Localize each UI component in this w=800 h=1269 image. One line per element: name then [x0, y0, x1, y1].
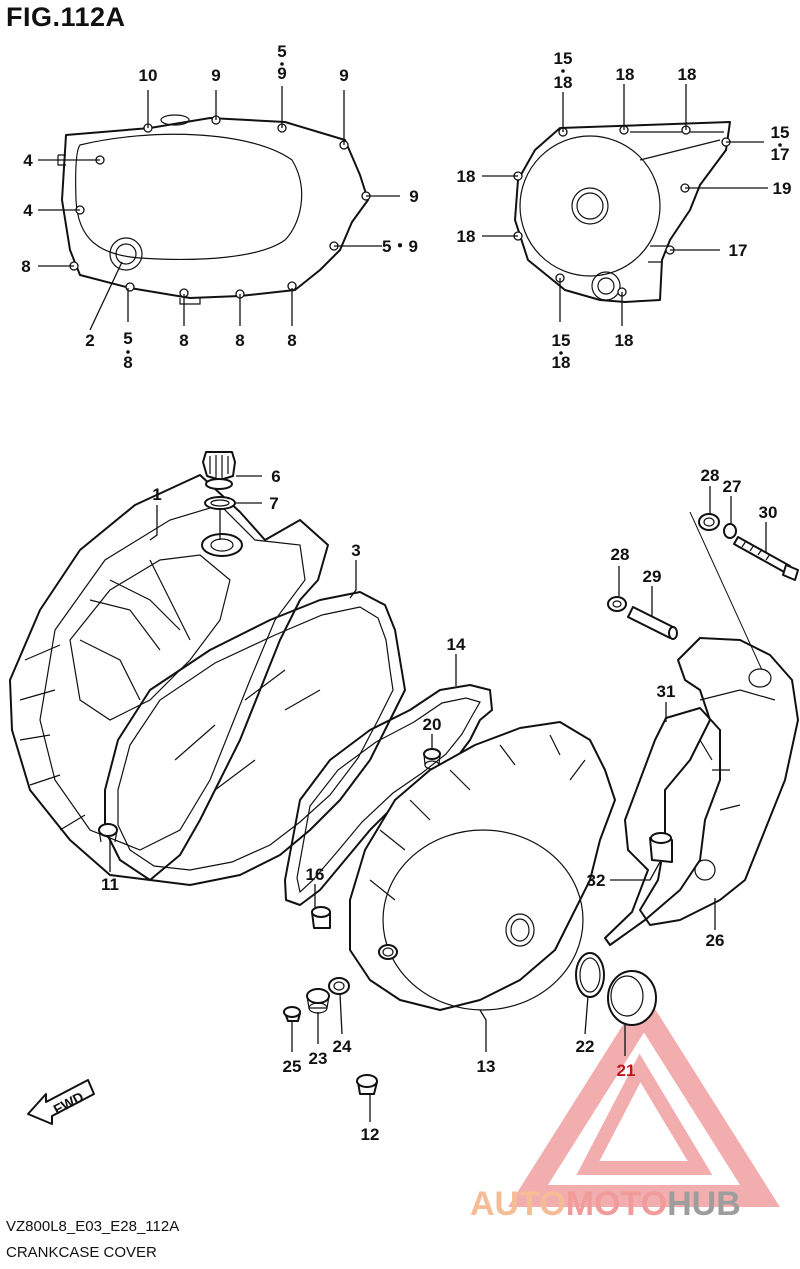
callout-25: 25 [283, 1057, 302, 1076]
callout-5: 5 [123, 329, 132, 348]
callout-3: 3 [351, 541, 360, 560]
part-11-dowel [98, 823, 118, 843]
callout-15: 15 [554, 49, 573, 68]
callout-26: 26 [706, 931, 725, 950]
callout-16: 16 [306, 865, 325, 884]
callout-15: 15 [552, 331, 571, 350]
callout-2: 2 [85, 331, 94, 350]
callout-8: 8 [123, 353, 132, 372]
callout-8: 8 [21, 257, 30, 276]
callout-18: 18 [554, 73, 573, 92]
callout-4: 4 [23, 151, 33, 170]
leader-lines [38, 84, 768, 1122]
callout-8: 8 [235, 331, 244, 350]
watermark-triangle [508, 991, 780, 1207]
callout-9: 9 [339, 66, 348, 85]
part-31-gasket [604, 707, 721, 946]
callout-9: 9 [277, 64, 286, 83]
callout-32: 32 [587, 871, 606, 890]
callout-4: 4 [23, 201, 33, 220]
svg-text:AUTOMOTOHUB: AUTOMOTOHUB [470, 1185, 741, 1223]
part-29-spacer [627, 606, 678, 640]
callout-27: 27 [723, 477, 742, 496]
callout-5-9: 5・9 [382, 237, 418, 256]
callout-15: 15 [771, 123, 790, 142]
part-22-o-ring [575, 952, 605, 998]
callout-17: 17 [729, 241, 748, 260]
callout-28: 28 [611, 545, 630, 564]
part-24-washer [328, 977, 350, 995]
callout-18: 18 [457, 167, 476, 186]
part-27-washer [723, 523, 737, 539]
watermark-hub: HUB [667, 1185, 741, 1223]
callout-17: 17 [771, 145, 790, 164]
part-25-plug [283, 1006, 301, 1022]
callout-7: 7 [269, 494, 278, 513]
part-30-bolt [733, 536, 799, 581]
callout-21: 21 [617, 1061, 636, 1080]
callout-30: 30 [759, 503, 778, 522]
part-7-o-ring [204, 496, 236, 510]
part-28-nut-upper [698, 513, 720, 531]
callouts: 10 9 5 9 9 4 4 9 5・9 8 2 5 8 8 8 8 15 18… [21, 42, 791, 1144]
callout-11: 11 [101, 875, 119, 894]
callout-1: 1 [152, 485, 161, 504]
callout-13: 13 [477, 1057, 496, 1076]
figure-title: FIG.112A [6, 2, 126, 32]
callout-14: 14 [447, 635, 466, 654]
part-28-nut-lower [607, 596, 627, 612]
callout-dots [126, 62, 782, 355]
figure-name: CRANKCASE COVER [6, 1244, 157, 1261]
fwd-arrow: FWD [27, 1079, 95, 1125]
callout-6: 6 [271, 467, 280, 486]
callout-12: 12 [361, 1125, 380, 1144]
callout-31: 31 [657, 682, 676, 701]
callout-22: 22 [576, 1037, 595, 1056]
callout-18: 18 [615, 331, 634, 350]
callout-24: 24 [333, 1037, 352, 1056]
watermark-inner-triangle [576, 1053, 713, 1175]
callout-23: 23 [309, 1049, 328, 1068]
part-23-bolt [306, 988, 330, 1014]
right-cover-outline [514, 121, 731, 303]
callout-18: 18 [457, 227, 476, 246]
part-13-generator-cover [349, 721, 616, 1011]
part-14-gasket [284, 684, 493, 906]
watermark-moto: MOTO [566, 1185, 667, 1223]
callout-18: 18 [678, 65, 697, 84]
part-12-plug [356, 1074, 378, 1095]
callout-10: 10 [139, 66, 158, 85]
part-6-oil-filler-cap [202, 451, 236, 490]
callout-29: 29 [643, 567, 662, 586]
callout-20: 20 [423, 715, 442, 734]
callout-18: 18 [616, 65, 635, 84]
callout-19: 19 [773, 179, 792, 198]
watermark-auto: AUTO [470, 1185, 566, 1223]
callout-18: 18 [552, 353, 571, 372]
part-21-cap [607, 970, 657, 1026]
callout-9: 9 [409, 187, 418, 206]
callout-28: 28 [701, 466, 720, 485]
callout-8: 8 [179, 331, 188, 350]
figure-code: VZ800L8_E03_E28_112A [6, 1218, 180, 1235]
callout-5: 5 [277, 42, 286, 61]
left-cover-outline [57, 114, 369, 305]
watermark-logo: AUTOMOTOHUB [470, 991, 780, 1223]
part-16-dowel [311, 906, 331, 929]
callout-8: 8 [287, 331, 296, 350]
callout-9: 9 [211, 66, 220, 85]
part-32-damper [649, 832, 673, 863]
